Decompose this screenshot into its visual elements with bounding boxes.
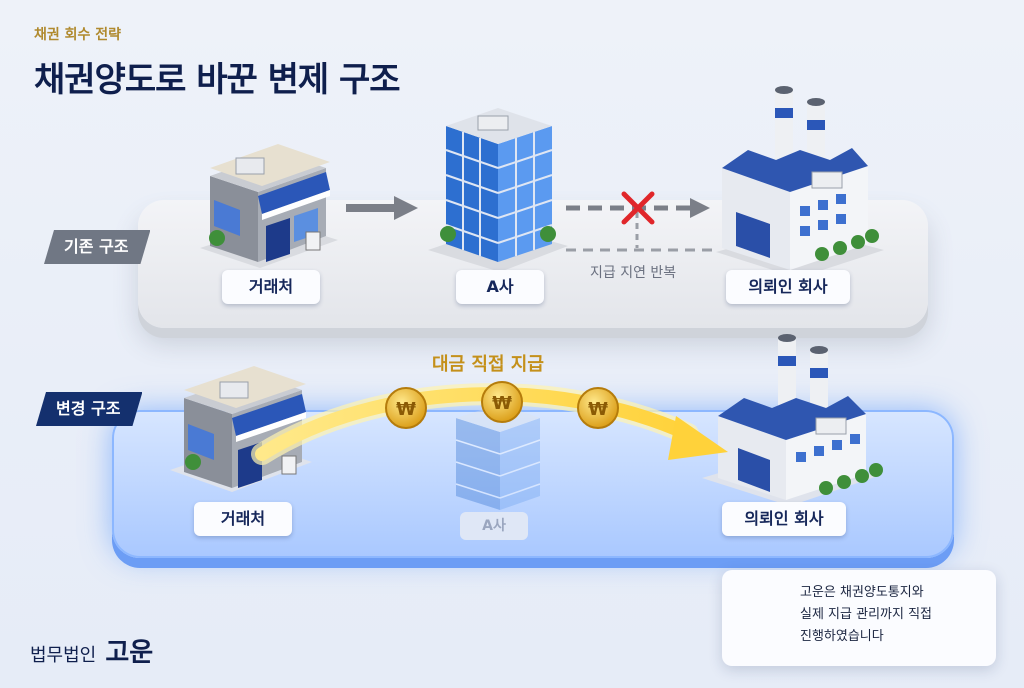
info-line: 고운은 채권양도통지와 (800, 585, 924, 600)
factory-icon-new (702, 334, 883, 506)
new-label-company-a-faded: A사 (460, 512, 528, 540)
svg-text:₩: ₩ (588, 399, 608, 420)
firm-logo: 법무법인 고운 (30, 632, 153, 669)
new-label-trading-partner: 거래처 (194, 502, 292, 536)
old-dashed-arrow-a-to-client (566, 198, 712, 252)
info-card: 고운은 채권양도통지와 실제 지급 관리까지 직접 진행하였습니다 (722, 570, 996, 666)
firm-name: 고운 (105, 638, 154, 668)
payment-delay-note: 지급 지연 반복 (590, 265, 677, 281)
firm-prefix: 법무법인 (30, 645, 97, 666)
old-arrow-store-to-a (346, 196, 418, 220)
old-structure-tag: 기존 구조 (44, 230, 150, 264)
won-coin-icon: ₩ (385, 387, 427, 429)
info-text: 고운은 채권양도통지와 실제 지급 관리까지 직접 진행하였습니다 (800, 582, 990, 648)
old-label-trading-partner: 거래처 (222, 270, 320, 304)
won-coin-icon: ₩ (481, 381, 523, 423)
section-eyebrow: 채권 회수 전략 (34, 27, 122, 43)
new-label-client-company: 의뢰인 회사 (722, 502, 846, 536)
office-tower-icon-old (428, 108, 568, 272)
store-icon-old (200, 144, 338, 268)
page-title: 채권양도로 바꾼 변제 구조 (34, 60, 401, 100)
info-line: 진행하였습니다 (800, 629, 884, 644)
direct-payment-arrow (251, 383, 728, 465)
red-x-icon (621, 191, 655, 225)
svg-text:₩: ₩ (396, 399, 416, 420)
direct-payment-label: 대금 직접 지급 (432, 354, 544, 375)
new-structure-tag: 변경 구조 (36, 392, 142, 426)
factory-icon-old (716, 86, 884, 278)
won-coin-icon: ₩ (577, 387, 619, 429)
info-line: 실제 지급 관리까지 직접 (800, 607, 932, 622)
svg-text:₩: ₩ (492, 393, 512, 414)
old-label-company-a: A사 (456, 270, 544, 304)
old-label-client-company: 의뢰인 회사 (726, 270, 850, 304)
